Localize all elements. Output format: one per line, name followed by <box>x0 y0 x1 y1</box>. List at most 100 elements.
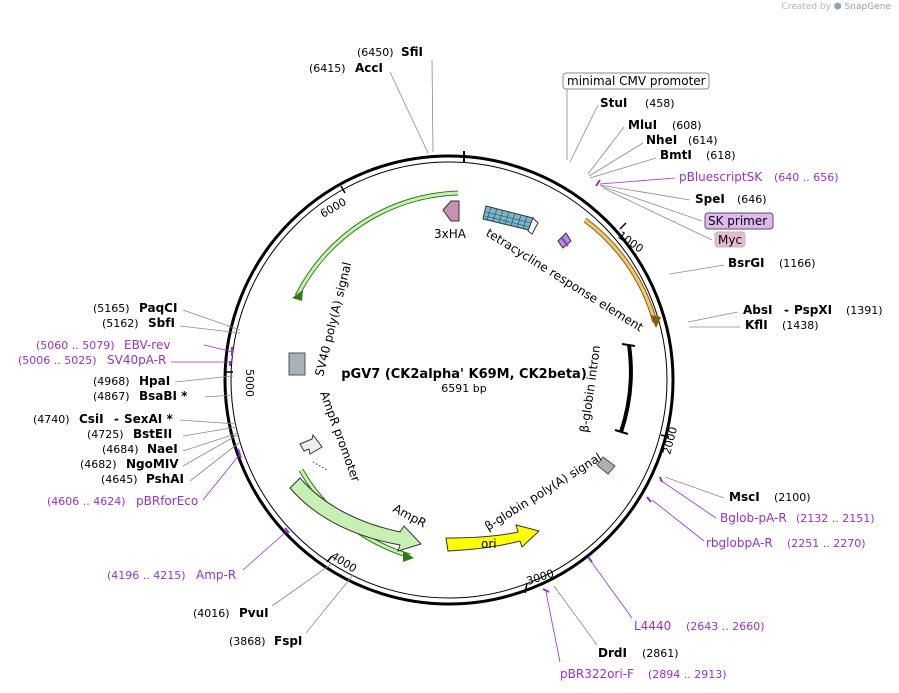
three-xha-arrow <box>442 200 460 222</box>
sbfi-pos: (5162) <box>102 317 139 330</box>
leader-sbfi <box>179 325 241 334</box>
ampr-block-arrow <box>289 477 422 552</box>
min-cmv-label: minimal CMV promoter <box>567 74 706 88</box>
leader-absi <box>687 311 739 323</box>
hpai-pos: (4968) <box>93 375 130 388</box>
credit-prefix: Created by <box>781 2 831 12</box>
leader-ngomiv <box>182 433 240 467</box>
leader-l4440 <box>589 559 633 619</box>
absi-name: AbsI <box>743 303 772 317</box>
mlui-pos: (608) <box>672 119 702 132</box>
bmti-pos: (618) <box>706 149 736 162</box>
leader-bmti <box>589 157 657 179</box>
sfii-pos: (6450) <box>357 46 394 59</box>
mark-pbrforeco <box>237 448 242 459</box>
bsabi-name: BsaBI * <box>139 389 188 403</box>
bsrgi-pos: (1166) <box>779 257 816 270</box>
bsteii-name: BstEII <box>133 427 172 441</box>
sk-primer-mark <box>561 237 569 247</box>
map-title: pGV7 (CK2alpha' K69M, CK2beta) <box>341 367 587 382</box>
tick-4000 <box>326 555 333 563</box>
pbluescriptsk-range: (640 .. 656) <box>774 171 839 184</box>
map-size: 6591 bp <box>441 382 486 395</box>
leader-sfii <box>431 59 434 153</box>
tick-1000 <box>619 222 627 230</box>
pspxi-name: PspXI <box>794 303 832 317</box>
tick-3000 <box>524 582 528 594</box>
bglobin-intron-cap-bottom <box>614 429 629 435</box>
leader-mlui <box>587 126 625 175</box>
l4440-name: L4440 <box>634 619 671 633</box>
nhei-pos: (614) <box>688 134 718 147</box>
snapgene-logo-icon: ⬢ <box>833 2 842 12</box>
mark-pbr322orif <box>542 588 550 593</box>
mlui-name: MluI <box>628 118 657 132</box>
mark-ampr-primer <box>284 527 290 534</box>
stui-name: StuI <box>600 96 627 110</box>
leader-paqci <box>182 309 241 331</box>
leader-nhei <box>588 142 644 177</box>
pvui-pos: (4016) <box>193 607 230 620</box>
spei-name: SpeI <box>695 192 725 206</box>
tick-label-2000: 2000 <box>660 425 680 455</box>
leader-acci <box>389 71 429 154</box>
l4440-range: (2643 .. 2660) <box>686 620 765 633</box>
csii-name: CsiI <box>79 412 104 426</box>
absi-pos: (1391) <box>846 304 883 317</box>
sbfi-name: SbfI <box>148 316 175 330</box>
pbr322orif-range: (2894 .. 2913) <box>648 668 727 681</box>
leader-bsrgi <box>669 264 725 275</box>
leader-pbr322orif <box>545 591 561 663</box>
snapgene-credit: Created by ⬢ SnapGene <box>781 2 891 12</box>
fspi-pos: (3868) <box>229 635 266 648</box>
mark-rbglobpar <box>646 496 652 503</box>
ebvrev-name: EBV-rev <box>124 338 170 352</box>
leader-ampr-primer <box>242 530 288 571</box>
pshai-pos: (4645) <box>101 473 138 486</box>
sv40par-name: SV40pA-R <box>107 353 166 367</box>
primer-marks <box>229 179 663 593</box>
mark-l4440 <box>587 556 593 563</box>
sk-primer-box <box>704 212 774 230</box>
bsteii-pos: (4725) <box>87 428 124 441</box>
hpai-name: HpaI <box>139 374 170 388</box>
bsrgi-name: BsrGI <box>728 256 765 270</box>
myc-label: Myc <box>718 233 742 247</box>
leader-spei <box>599 184 691 201</box>
fspi-name: FspI <box>274 634 302 648</box>
leader-skprimer <box>600 185 703 222</box>
bglobin-intron-label: β-globin intron <box>577 344 603 433</box>
leader-csii <box>179 419 237 425</box>
orange-feature-arc-fill <box>584 218 657 323</box>
ori-label: ori <box>481 537 497 551</box>
sv40par-range: (5006 .. 5025) <box>18 354 97 367</box>
tick-label-6000: 6000 <box>318 195 349 220</box>
acci-name: AccI <box>355 61 383 75</box>
spei-pos: (646) <box>737 193 767 206</box>
leader-drdi <box>553 585 598 646</box>
msci-name: MscI <box>729 490 760 504</box>
naei-name: NaeI <box>147 442 178 456</box>
orange-feature-arrowhead <box>650 315 661 328</box>
kfli-pos: (1438) <box>782 319 819 332</box>
sv40-polya-arrowhead <box>292 290 303 301</box>
mark-pbluescriptsk <box>595 179 601 187</box>
pbrforeco-range: (4606 .. 4624) <box>47 495 126 508</box>
ampr-promoter-label: AmpR promoter <box>317 389 363 483</box>
ngomiv-name: NgoMIV <box>126 457 179 471</box>
nhei-name: NheI <box>646 133 677 147</box>
mark-bglobpar <box>659 476 663 483</box>
credit-brand: SnapGene <box>844 2 891 12</box>
pvui-name: PvuI <box>239 606 269 620</box>
bmti-name: BmtI <box>660 148 692 162</box>
tick-label-5000: 5000 <box>243 369 256 397</box>
ampr-primer-range: (4196 .. 4215) <box>107 569 186 582</box>
drdi-pos: (2861) <box>642 647 679 660</box>
leader-ebvrev <box>203 344 234 353</box>
leader-myc <box>602 187 713 241</box>
kfli-name: KflI <box>745 318 768 332</box>
leader-bglobpar <box>659 479 717 519</box>
pbr322orif-name: pBR322ori-F <box>560 667 634 681</box>
bglobin-intron-cap-top <box>621 343 636 347</box>
backbone-outer <box>223 154 675 606</box>
